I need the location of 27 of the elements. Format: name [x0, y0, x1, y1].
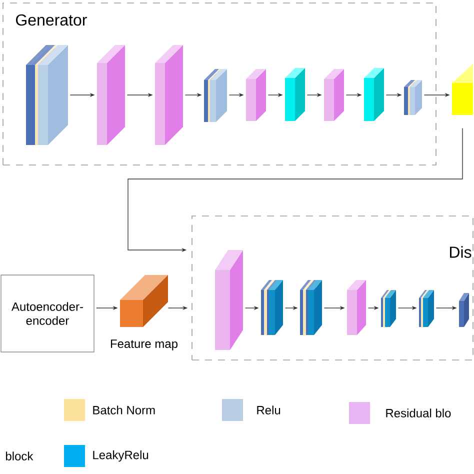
dashed-group-box: Dis	[192, 216, 474, 360]
dashed-group-box: Generator	[2, 2, 436, 166]
layer-block	[300, 280, 322, 335]
node-label: Feature map	[110, 340, 178, 350]
layer-block	[246, 69, 266, 121]
layer-block	[26, 45, 68, 145]
cube	[452, 64, 473, 115]
encoder-box: Autoencoder-encoder	[0, 274, 94, 352]
layer-block	[404, 80, 422, 115]
layer-block	[347, 280, 366, 335]
layer-block	[215, 250, 243, 350]
layer-block	[381, 290, 396, 327]
feature-map-cube	[120, 275, 168, 327]
layer-block	[155, 45, 183, 145]
layer-block	[97, 45, 125, 145]
layer-block	[204, 69, 227, 122]
layer-block	[261, 280, 283, 335]
layer-block	[364, 68, 384, 121]
legend-label: Residual blo	[386, 408, 451, 418]
legend-label: Batch Norm	[93, 406, 155, 414]
legend-label: LeakyRelu	[93, 450, 148, 462]
layer-block	[324, 69, 344, 121]
legend-label: Relu	[257, 406, 280, 414]
text-label: block	[6, 452, 34, 460]
layer-block	[285, 68, 305, 121]
layer-block	[419, 290, 434, 327]
layer-block	[459, 293, 469, 327]
